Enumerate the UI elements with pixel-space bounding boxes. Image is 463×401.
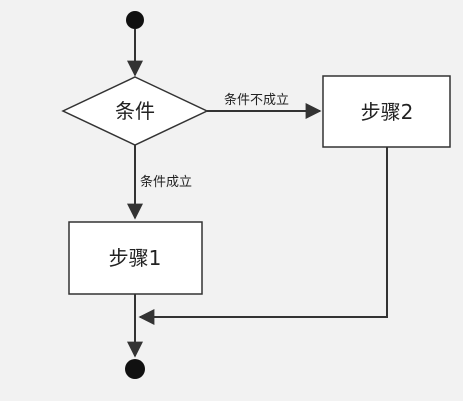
step2-node[interactable]: 步骤2 [322,75,451,148]
decision-label: 条件 [115,99,155,123]
step1-shape [68,221,203,295]
end-node[interactable] [125,359,145,379]
step2-shape [322,75,451,148]
edge-label-condition-true: 条件成立 [140,174,192,190]
edge-label-condition-false: 条件不成立 [224,92,289,108]
edge-step2-to-merge [138,147,388,325]
start-node[interactable] [126,11,144,29]
step2-label: 步骤2 [361,100,414,124]
step1-node[interactable]: 步骤1 [68,221,203,295]
decision-node[interactable]: 条件 [61,76,209,146]
step1-label: 步骤1 [109,246,162,270]
